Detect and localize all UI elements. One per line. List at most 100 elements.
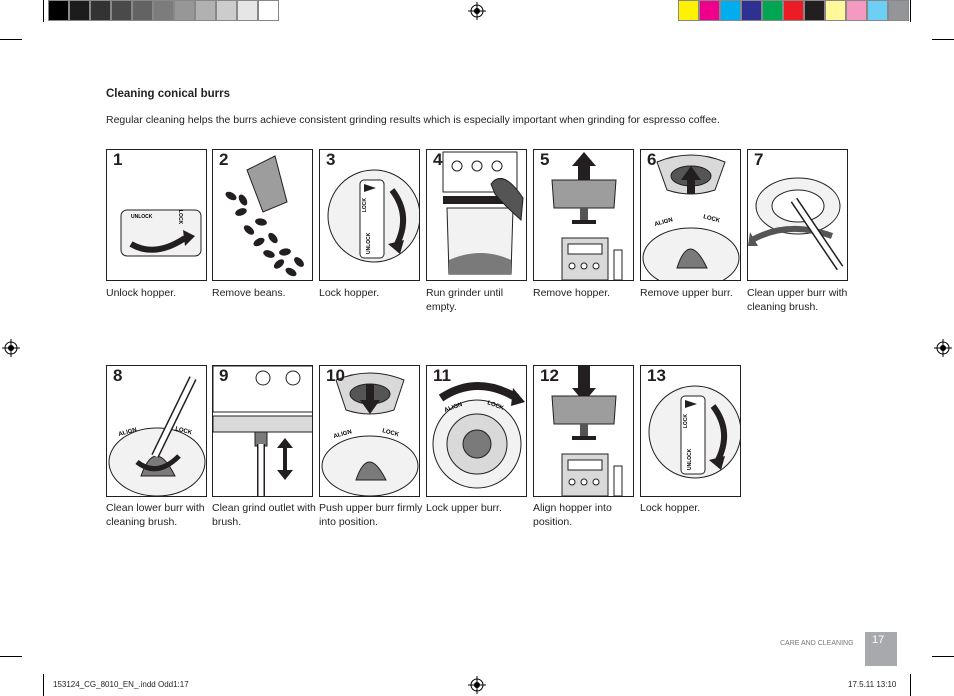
step-9-illustration: 9 [212,365,313,497]
hopper-removal-illustration [551,152,623,280]
step-number: 9 [219,366,229,385]
crop-mark [43,0,44,22]
crop-mark [0,656,22,657]
crop-mark [43,674,44,696]
crop-mark [932,39,954,40]
ring-label: LOCK [486,400,505,412]
step-caption: Unlock hopper. [106,287,177,299]
hopper-dial-illustration: LOCK UNLOCK [648,385,740,479]
upper-burr-cleaning-illustration [748,177,844,271]
grind-outlet-cleaning-illustration [213,366,312,496]
step-3-illustration: LOCK UNLOCK 3 [319,149,420,281]
color-swatch [111,0,132,21]
crop-mark [932,656,954,657]
ring-label: LOCK [702,214,721,224]
step-caption: Lock hopper. [319,287,380,299]
step-number: 8 [113,366,123,385]
crop-mark [0,39,22,40]
color-swatch [888,0,909,21]
color-swatch [195,0,216,21]
step-4-illustration: 4 [426,149,527,281]
upper-burr-removal-illustration: ALIGN LOCK [642,154,740,280]
crop-mark [910,0,911,22]
lower-burr-cleaning-illustration: ALIGN LOCK [108,376,206,496]
dial-label: LOCK [362,198,368,213]
step-number: 13 [647,366,666,385]
upper-burr-insertion-illustration: ALIGN LOCK [321,372,419,496]
step-caption: Run grinder until empty. [426,287,504,313]
step-caption: Remove beans. [212,287,286,299]
section-footer-label: CARE AND CLEANING [780,640,854,647]
upper-burr-locking-illustration: ALIGN LOCK [432,382,525,489]
grinder-running-illustration [442,151,524,275]
step-5-illustration: 5 [533,149,634,281]
beans-pouring-illustration [225,155,304,277]
registration-mark-icon [934,339,952,357]
color-swatch [846,0,867,21]
step-caption: Clean upper burr with cleaning brush. [747,287,848,313]
dial-label: LOCK [177,210,183,225]
registration-mark-icon [2,339,20,357]
step-number: 4 [433,150,443,169]
step-number: 2 [219,150,229,169]
color-swatch [678,0,699,21]
step-12-illustration: 12 [533,365,634,497]
step-2-illustration: 2 [212,149,313,281]
color-swatch [720,0,741,21]
registration-mark-icon [468,2,486,20]
color-swatch [216,0,237,21]
step-10-illustration: ALIGN LOCK 10 [319,365,420,497]
step-caption: Remove upper burr. [640,287,733,299]
step-1-illustration: UNLOCK LOCK 1 [106,149,207,281]
ring-label: LOCK [174,426,193,436]
step-number: 10 [326,366,345,385]
step-caption: Remove hopper. [533,287,611,299]
step-11-illustration: ALIGN LOCK 11 [426,365,527,497]
file-slug: 153124_CG_8010_EN_.indd Odd1:17 [53,680,189,689]
step-13-illustration: LOCK UNLOCK 13 [640,365,741,497]
hopper-dial-illustration: UNLOCK LOCK [120,209,202,257]
print-date: 17.5.11 13:10 [848,680,897,689]
color-swatch [258,0,279,21]
color-swatch [132,0,153,21]
step-8-illustration: ALIGN LOCK 8 [106,365,207,497]
step-number: 5 [540,150,550,169]
color-swatch [237,0,258,21]
registration-mark-icon [468,676,486,694]
ring-label: ALIGN [654,217,674,228]
color-swatch [48,0,69,21]
color-swatch [174,0,195,21]
color-swatch [699,0,720,21]
step-caption: Align hopper into position. [533,502,612,528]
color-swatch [90,0,111,21]
step-7-illustration: 7 [747,149,848,281]
hopper-dial-illustration: LOCK UNLOCK [327,169,419,263]
step-number: 7 [754,150,764,169]
step-caption: Clean lower burr with cleaning brush. [106,502,205,528]
color-swatch [69,0,90,21]
color-swatch [783,0,804,21]
dial-label: UNLOCK [366,232,372,254]
step-caption: Lock upper burr. [426,502,502,514]
step-number: 12 [540,366,559,385]
color-swatch [741,0,762,21]
ring-label: ALIGN [118,427,138,438]
dial-label: UNLOCK [131,214,153,220]
color-swatch [825,0,846,21]
section-title: Cleaning conical burrs [106,88,230,100]
step-number: 1 [113,150,123,169]
ring-label: LOCK [381,428,400,438]
dial-label: LOCK [683,414,689,429]
hopper-alignment-illustration [551,366,623,496]
section-intro: Regular cleaning helps the burrs achieve… [106,114,720,126]
step-number: 11 [433,366,451,385]
color-swatch [762,0,783,21]
page-number-box: 17 [865,632,897,666]
step-number: 6 [647,150,657,169]
ring-label: ALIGN [333,429,353,440]
step-6-illustration: ALIGN LOCK 6 [640,149,741,281]
crop-mark [910,674,911,696]
color-swatch [804,0,825,21]
step-caption: Clean grind outlet with brush. [212,502,316,528]
color-swatch [867,0,888,21]
